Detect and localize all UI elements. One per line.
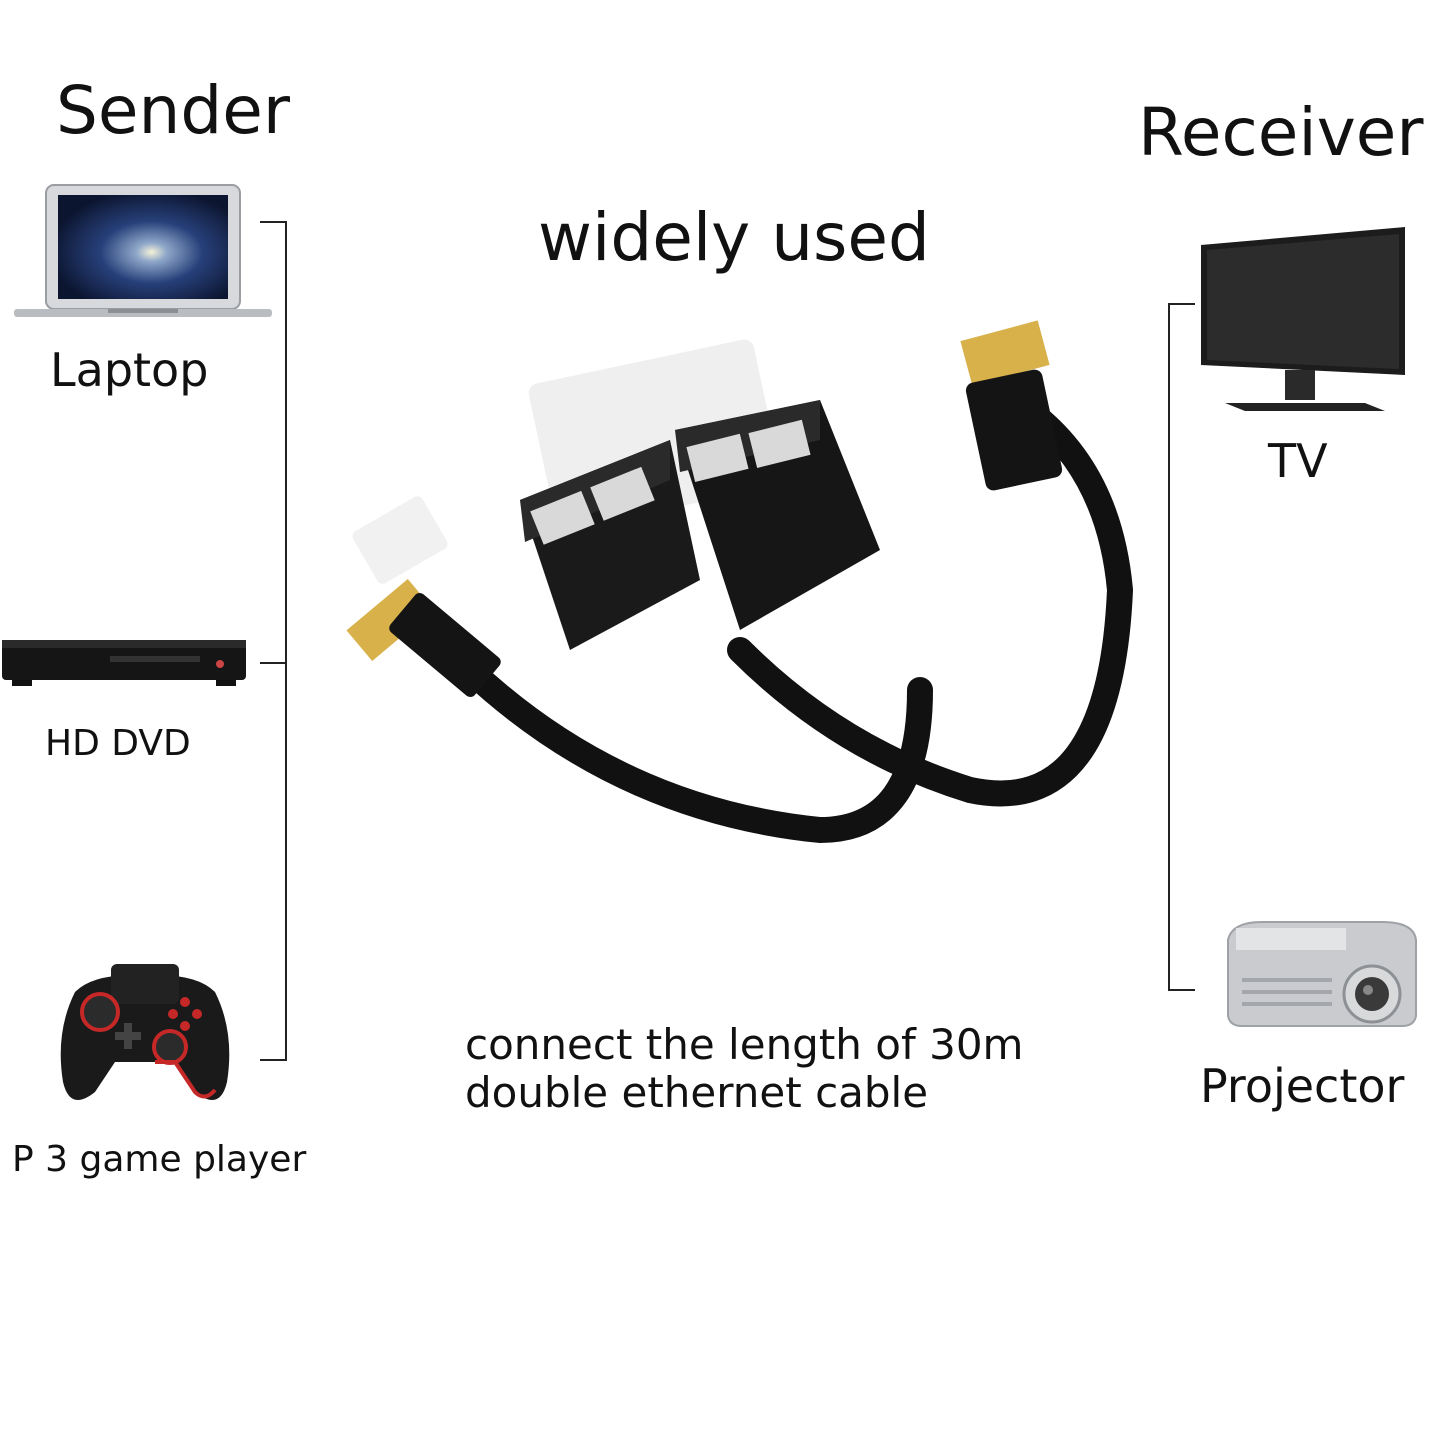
projector-label: Projector	[1200, 1059, 1405, 1113]
monitor-icon	[1195, 225, 1413, 417]
center-title: widely used	[538, 199, 930, 276]
sender-bracket	[260, 221, 287, 1061]
gamepad-icon	[55, 962, 235, 1122]
projector-icon	[1222, 918, 1422, 1030]
tv-label: TV	[1268, 434, 1328, 488]
sender-box	[520, 440, 700, 650]
dvd-player-icon	[0, 634, 248, 692]
receiver-box	[675, 400, 880, 630]
dvd-label: HD DVD	[45, 723, 191, 764]
hdmi-plug-left	[346, 578, 501, 698]
sender-title: Sender	[56, 72, 290, 149]
hdmi-plug-right	[960, 320, 1063, 491]
cable-caption-line2: double ethernet cable	[465, 1068, 929, 1117]
laptop-icon	[12, 183, 274, 323]
laptop-label: Laptop	[50, 343, 209, 397]
receiver-title: Receiver	[1138, 94, 1424, 171]
hdmi-extender-illustration	[320, 290, 1160, 890]
receiver-bracket	[1168, 303, 1195, 991]
gamepad-label: P 3 game player	[12, 1139, 307, 1180]
cable-caption-line1: connect the length of 30m	[465, 1020, 1024, 1069]
